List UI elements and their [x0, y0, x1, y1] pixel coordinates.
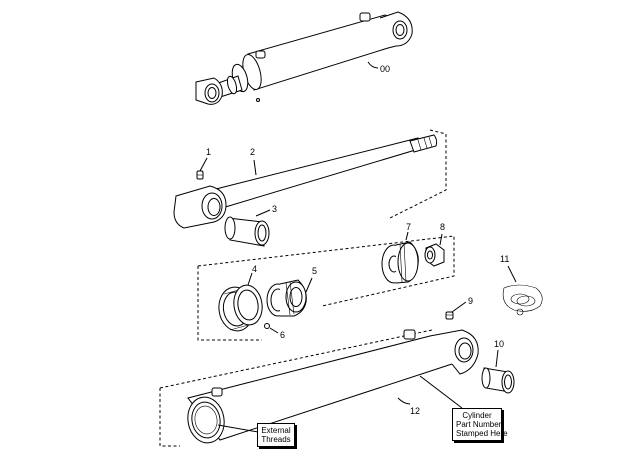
piston-seal-kit: 5: [266, 266, 317, 317]
part-label-5: 5: [312, 266, 317, 276]
part-label-4: 4: [252, 264, 257, 274]
part-label-7: 7: [406, 222, 411, 232]
cylinder-barrel: 12: [187, 329, 479, 444]
assembled-cylinder: 00: [195, 11, 413, 105]
grease-fitting-barrel: 9: [445, 296, 473, 320]
part-label-8: 8: [440, 222, 445, 232]
part-label-1: 1: [206, 147, 211, 157]
piston-rod: 2: [173, 134, 438, 229]
external-threads-line-1: External: [261, 426, 291, 435]
barrel-bushing: 10: [481, 339, 515, 394]
part-label-3: 3: [272, 204, 277, 214]
grease-fitting: 1: [196, 147, 211, 180]
part-number-line-3: Stamped Here: [456, 429, 508, 438]
part-number-line-2: Part Number: [456, 420, 502, 429]
external-threads-line-2: Threads: [261, 435, 291, 444]
lock-nut: 8: [424, 222, 445, 267]
part-label-11: 11: [500, 254, 509, 264]
part-number-line-1: Cylinder: [462, 411, 492, 420]
seal-kit: 11: [500, 254, 543, 316]
part-label-12: 12: [410, 406, 420, 416]
part-label-10: 10: [494, 339, 504, 349]
bushing: 3: [224, 204, 277, 247]
piston: 7: [381, 222, 419, 284]
part-label-6: 6: [280, 330, 285, 340]
part-number-callout: Cylinder Part Number Stamped Here: [452, 408, 508, 441]
part-label-2: 2: [250, 147, 255, 157]
set-screw: 6: [264, 323, 285, 340]
part-label-00: 00: [380, 64, 390, 74]
gland: 4: [218, 264, 263, 332]
part-label-9: 9: [468, 296, 473, 306]
external-threads-callout: External Threads: [257, 423, 295, 447]
